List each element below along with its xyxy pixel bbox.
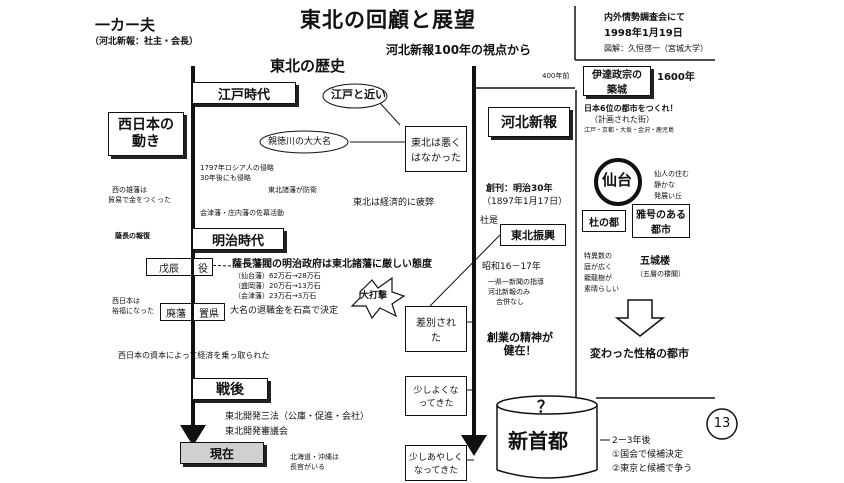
chiken-box: 置県 [193,303,225,321]
tokugawa-label: 親徳川の大大名 [268,137,332,147]
economic-fatigue: 東北は経済的に疲弊 [353,198,435,208]
war-merger-4: 合併なし [496,298,524,306]
goshiro: 五城楼 [640,256,670,267]
mori-no-miyako-box: 杜の都 [582,210,626,232]
founded-full-date: （1897年1月17日） [482,197,568,207]
starburst-icon [350,276,406,320]
west-clans-2: 貿易で金をつくった [108,196,171,204]
future-2: ①国会で候補決定 [612,450,684,460]
planned-1: 日本6位の都市をつくれ！ [584,104,678,113]
satcho-revenge: 薩長の報復 [115,232,150,240]
page-number: 13 [713,415,731,431]
hokkaido-2: 長官がいる [290,463,325,471]
russia-note-2: 30年後にも侵略 [200,174,251,182]
stipend-row-sendai: （仙台藩）62万石→28万石 [234,272,321,280]
feature-3: 籠龍樹が [584,274,612,282]
subtitle: 河北新報100年の視点から [386,43,532,57]
kogo-box: 雅号のある都市 [632,204,690,238]
retirement-funds: 大名の退職金を石高で決定 [230,306,339,316]
feature-2: 庭が広く [584,263,612,271]
stipend-row-morioka: （盛岡藩）20万石→13万石 [234,282,321,290]
quality-1: 仙人の住む [654,170,689,178]
north-defense: 東北諸藩が防衛 [268,186,317,194]
future-1: 2ー3年後 [612,436,651,446]
west-capital: 西日本の資本によって経済を乗っ取られた [118,351,270,360]
west-japan-label: 西日本の動き [118,117,174,150]
changed-character: 変わった性格の都市 [590,347,689,360]
down-arrow-icon [614,299,666,337]
west-rich-1: 西日本は [112,297,140,305]
venue-date: 1998年1月19日 [604,28,683,39]
aizu-shonai: 会津藩・庄内藩の佐幕活動 [200,209,284,217]
feature-1: 特異数の [584,252,612,260]
founded-date: 創刊：明治30年 [486,184,553,194]
west-rich-2: 裕福になった [112,307,154,315]
years-ago: 400年前 [542,72,570,80]
history-timeline-arrowhead [180,425,206,446]
not-bad-box: 東北は悪くはなかった [405,126,467,172]
meiji-era-box: 明治時代 [192,228,284,250]
discrimination-label: 差別された [416,318,456,344]
development-laws-2: 東北開発審議会 [225,427,289,437]
war-merger-2: 一県一新聞の指導 [488,278,544,286]
quality-2: 静かな [654,181,675,189]
date-masamune-label: 伊達政宗の築城 [592,70,642,96]
kahoku-timeline-arrowhead [461,435,487,456]
development-laws-1: 東北開発三法（公庫・促進・会社） [225,412,370,422]
quality-3: 発展い丘 [654,192,682,200]
question-mark: ？ [537,397,554,416]
motto-box: 東北振興 [500,224,566,246]
war-merger-1: 昭和16－17年 [482,262,541,272]
year-1600: 1600年 [657,72,695,83]
founding-spirit: 創業の精神が健在！ [487,331,553,357]
satcho-government: 薩長藩閥の明治政府は東北諸藩に厳しい態度 [232,259,432,270]
venue-line: 内外情勢調査会にて [604,13,686,23]
venue-credit: 図解：久恒啓一（宮城大学） [604,44,708,53]
date-masamune-box: 伊達政宗の築城 [583,66,651,96]
near-edo-label: 江戸と近い [331,88,386,101]
russia-note-1: 1797年ロシア人の侵略 [200,164,274,172]
slightly-better-label: 少しあやしくなってきた [408,453,463,476]
kahoku-box: 河北新報 [488,107,570,137]
kogo-label: 雅号のある都市 [636,210,686,236]
future-3: ②東京と候補で争う [612,464,693,474]
postwar-box: 戦後 [192,378,268,400]
history-heading: 東北の歴史 [270,57,346,75]
goshiro-note: （五層の楼閣） [636,270,685,278]
sendai-circle [594,158,642,206]
big-blow-label: 大打撃 [360,291,388,301]
discrimination-box: 差別された [405,306,467,352]
hokkaido-1: 北海道・沖縄は [290,453,339,461]
haihan-box: 廃藩 [160,303,192,321]
author: 一カー夫 [95,16,156,34]
planned-2: （計画された街） [590,115,654,124]
motto-prefix: 社是 [480,216,499,226]
slightly-better-box: 少しあやしくなってきた [405,445,467,481]
page-title: 東北の回顧と展望 [300,8,476,32]
west-clans-1: 西の雄藩は [112,186,147,194]
edo-era-box: 江戸時代 [192,82,296,104]
not-bad-label: 東北は悪くはなかった [411,138,461,164]
new-capital-label: 新首都 [508,429,568,453]
affiliation: （河北新報：社主・会長） [90,37,199,47]
present-box: 現在 [180,442,264,464]
war-merger-3: 河北新報のみ [488,288,530,296]
boshin-box: 戊辰 [146,258,192,276]
west-japan-box: 西日本の動き [108,112,184,156]
stipend-row-aizu: （会津藩）23万石→3万石 [234,292,317,300]
war-box: 役 [193,258,213,276]
getting-better-label: 少しよくなってきた [413,386,459,409]
getting-better-box: 少しよくなってきた [405,376,467,416]
sendai-label: 仙台 [602,171,633,189]
rank-cities: 江戸・京都・大坂・金沢・鹿児島 [584,127,675,134]
feature-4: 素晴らしい [584,285,619,293]
